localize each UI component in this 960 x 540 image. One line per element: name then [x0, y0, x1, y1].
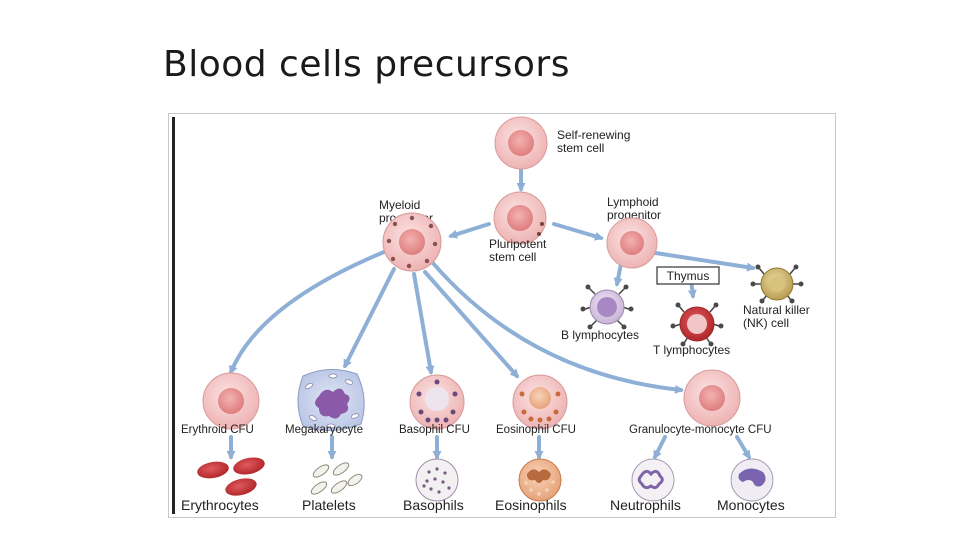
- arrow-gm-to-neutrophils: [653, 435, 667, 460]
- arrow-pluripotent-to-myeloid: [448, 222, 491, 239]
- megakaryocyte-label: Megakaryocyte: [285, 424, 363, 436]
- erythrocytes-label: Erythrocytes: [181, 497, 259, 513]
- basophil-cfu-cell: [409, 374, 465, 430]
- nk-label-1: Natural killer: [743, 303, 810, 317]
- arrow-gm-to-monocytes: [735, 435, 751, 460]
- basophil-cfu-label: Basophil CFU: [399, 424, 470, 436]
- basophils-cell: [415, 458, 459, 502]
- neutrophils-label: Neutrophils: [610, 497, 681, 513]
- slide-title: Blood cells precursors: [163, 44, 570, 85]
- basophils-label: Basophils: [403, 497, 464, 513]
- frame-edge-line: [172, 117, 175, 514]
- erythroid-cfu-label: Erythroid CFU: [181, 424, 254, 436]
- myeloid-progenitor-cell: [382, 212, 442, 272]
- thymus-box: [656, 266, 720, 285]
- platelets-label: Platelets: [302, 497, 356, 513]
- lymphoid-label-1: Lymphoid: [607, 195, 659, 209]
- myeloid-label-1: Myeloid: [379, 198, 420, 212]
- pluripotent-label-2: stem cell: [489, 250, 536, 264]
- monocytes-label: Monocytes: [717, 497, 785, 513]
- arrow-lymphoid-to-b: [613, 262, 623, 287]
- arrow-myeloid-to-eosinophil: [423, 270, 519, 379]
- granulocyte-monocyte-cfu-label: Granulocyte-monocyte CFU: [629, 424, 772, 436]
- arrow-myeloid-to-megakaryocyte: [343, 267, 396, 369]
- lymphoid-label-2: progenitor: [607, 208, 661, 222]
- platelets-cells: [310, 462, 363, 495]
- megakaryocyte-cell: [297, 369, 365, 431]
- stem-cell: [494, 116, 548, 170]
- lymphoid-progenitor-cell: [606, 217, 658, 269]
- arrow-myeloid-to-erythroid: [229, 250, 386, 375]
- b-lymphocyte-cell: [580, 284, 634, 330]
- eosinophil-cfu-cell: [512, 374, 568, 430]
- hematopoiesis-diagram: Self-renewing stem cell Pluripotent stem…: [168, 113, 836, 518]
- erythroid-cfu-cell: [202, 372, 260, 430]
- arrow-myeloid-to-basophil: [412, 272, 435, 375]
- t-lymphocyte-cell: [670, 302, 724, 347]
- arrow-myeloid-to-granulocyte-monocyte: [430, 260, 684, 394]
- thymus-label: Thymus: [667, 269, 710, 283]
- t-lymphocytes-label: T lymphocytes: [653, 343, 730, 357]
- stem-cell-label-2: stem cell: [557, 141, 604, 155]
- pluripotent-label-1: Pluripotent: [489, 237, 547, 251]
- neutrophils-cell: [631, 458, 675, 502]
- b-lymphocytes-label: B lymphocytes: [561, 328, 639, 342]
- arrow-pluripotent-to-lymphoid: [552, 222, 604, 241]
- eosinophil-cfu-label: Eosinophil CFU: [496, 424, 576, 436]
- arrow-lymphoid-to-nk: [647, 250, 756, 272]
- erythrocytes-cells: [197, 457, 265, 496]
- monocytes-cell: [730, 458, 774, 502]
- nk-label-2: (NK) cell: [743, 316, 789, 330]
- pluripotent-stem-cell: [493, 191, 547, 245]
- eosinophils-label: Eosinophils: [495, 497, 567, 513]
- granulocyte-monocyte-cfu-cell: [683, 369, 741, 427]
- eosinophils-cell: [518, 458, 562, 502]
- nk-cell: [750, 264, 804, 304]
- stem-cell-label-1: Self-renewing: [557, 128, 630, 142]
